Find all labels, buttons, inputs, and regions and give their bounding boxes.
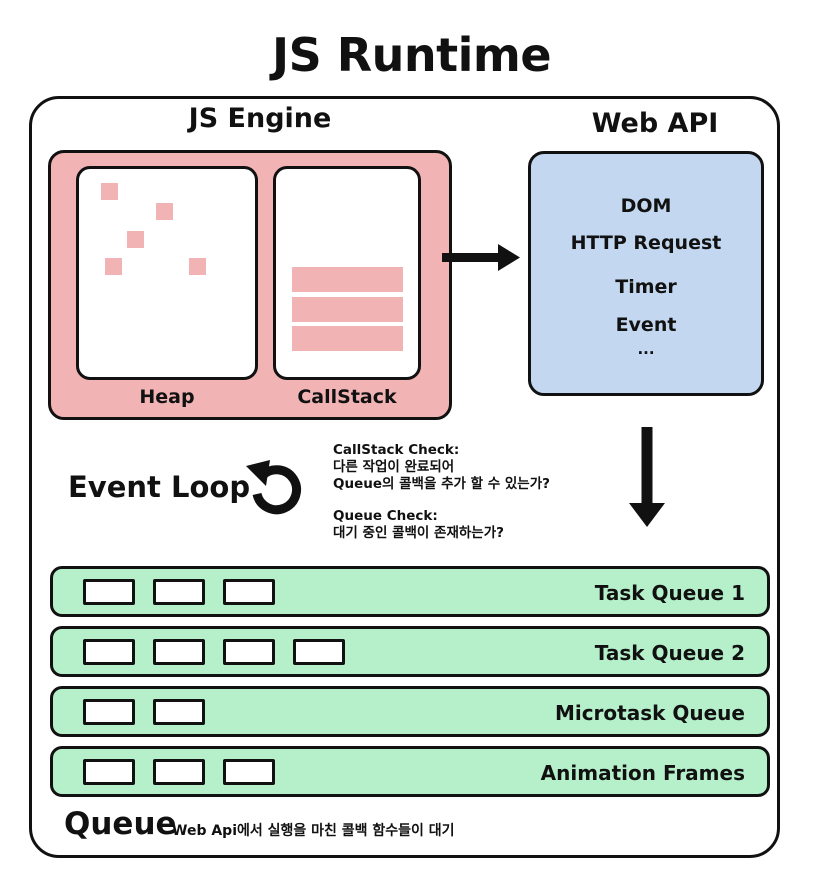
event-loop-label: Event Loop (68, 470, 251, 504)
microtask-queue: Microtask Queue (50, 686, 770, 737)
animation-frames-label: Animation Frames (540, 761, 745, 785)
queue-slot (83, 579, 135, 605)
heap-object (127, 231, 144, 248)
stack-frame (292, 267, 403, 292)
arrow-right-icon (442, 244, 520, 271)
web-api-item-dom: DOM (620, 195, 672, 217)
heap-object (189, 258, 206, 275)
queue-check-heading: Queue Check: (333, 508, 438, 524)
task-queue-2-label: Task Queue 2 (594, 641, 745, 665)
heap-object (101, 183, 118, 200)
heap-object (156, 203, 173, 220)
task-queue-2: Task Queue 2 (50, 626, 770, 677)
web-api-label: Web API (591, 108, 719, 139)
queue-slot (153, 699, 205, 725)
microtask-queue-label: Microtask Queue (554, 701, 745, 725)
stack-frame (292, 297, 403, 322)
heap-object (105, 258, 122, 275)
diagram-title: JS Runtime (271, 28, 552, 82)
event-loop-icon (246, 460, 302, 515)
callstack-check-heading: CallStack Check: (333, 442, 460, 458)
web-api-box (528, 151, 764, 396)
queue-slot (153, 759, 205, 785)
queue-slot (83, 639, 135, 665)
heap-label: Heap (139, 386, 195, 408)
task-queue-1: Task Queue 1 (50, 566, 770, 617)
js-engine-label: JS Engine (188, 103, 332, 134)
queue-slot (223, 639, 275, 665)
queue-slot (153, 639, 205, 665)
queue-check-line: 대기 중인 콜백이 존재하는가? (333, 525, 504, 541)
web-api-item-http-request: HTTP Request (570, 232, 722, 254)
arrow-down-icon (629, 427, 665, 527)
queue-slot (293, 639, 345, 665)
queue-slot (83, 759, 135, 785)
stack-frame (292, 326, 403, 351)
callstack-label: CallStack (297, 386, 397, 408)
web-api-item-event: Event (615, 314, 677, 336)
queue-slot (153, 579, 205, 605)
queue-slot (223, 579, 275, 605)
web-api-item-more: ... (637, 340, 655, 358)
queue-slot (83, 699, 135, 725)
task-queue-1-label: Task Queue 1 (594, 581, 745, 605)
animation-frames-queue: Animation Frames (50, 746, 770, 797)
queue-slot (223, 759, 275, 785)
runtime-container (29, 96, 780, 858)
callstack-check-line: Queue의 콜백을 추가 할 수 있는가? (333, 476, 550, 492)
callstack-check-line: 다른 작업이 완료되어 (333, 459, 455, 475)
queue-section-description: Web Api에서 실행을 마친 콜백 함수들이 대기 (172, 823, 455, 839)
queue-section-title: Queue (64, 806, 177, 842)
web-api-item-timer: Timer (615, 276, 677, 298)
